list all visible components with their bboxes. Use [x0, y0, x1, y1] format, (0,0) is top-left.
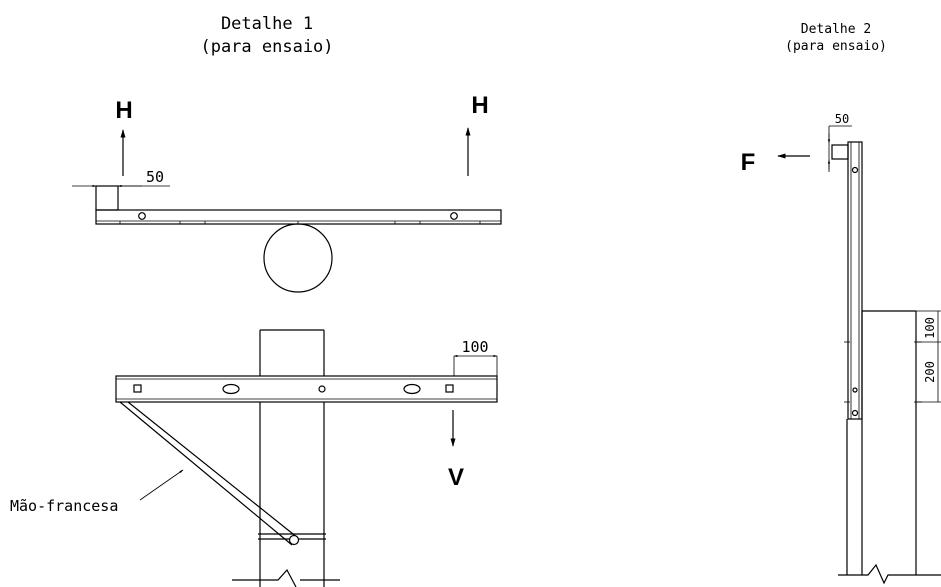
bolt-hole	[450, 212, 458, 220]
detail-2-subtitle: (para ensaio)	[785, 39, 887, 54]
dimension-50-detail-2-label: 50	[835, 112, 849, 126]
dimension-100: 100	[453, 338, 498, 376]
dimension-100-detail-2-label: 100	[923, 317, 937, 339]
force-h-right-label: H	[471, 92, 488, 119]
bolt-hole	[138, 212, 146, 220]
force-h-left-label: H	[115, 97, 132, 124]
front-view: 100 V Mão-francesa	[10, 329, 498, 587]
detail-1-title: Detalhe 1	[221, 14, 313, 34]
crossarm-side-view	[847, 141, 863, 420]
pole-break-line-detail-2	[838, 563, 941, 585]
dimension-200-label: 200	[923, 361, 937, 383]
crossarm-top-view	[95, 209, 502, 225]
top-view: H H 50	[72, 92, 502, 293]
force-f-label: F	[741, 149, 756, 176]
brace-bolt	[288, 534, 300, 546]
detail-2: Detalhe 2 (para ensaio) 50 F	[741, 22, 941, 585]
crossarm-front-view	[115, 375, 498, 403]
dimension-100-label: 100	[461, 338, 488, 356]
dimension-50-top: 50	[72, 168, 170, 210]
load-block-detail-2	[831, 144, 849, 160]
force-v-label: V	[448, 464, 464, 491]
dimension-100-200: 100 200	[916, 310, 941, 403]
dimension-50-label: 50	[146, 168, 164, 186]
brace-label: Mão-francesa	[10, 497, 118, 515]
brace	[119, 401, 299, 546]
dimension-50-detail-2: 50	[827, 112, 852, 172]
detail-1: Detalhe 1 (para ensaio) H H 50	[10, 14, 502, 587]
detail-1-subtitle: (para ensaio)	[200, 37, 333, 57]
pole-break-line	[232, 568, 340, 587]
pole-section	[263, 223, 333, 293]
load-block	[95, 185, 119, 211]
detail-2-title: Detalhe 2	[801, 22, 871, 37]
brace-leader-line	[139, 469, 184, 501]
